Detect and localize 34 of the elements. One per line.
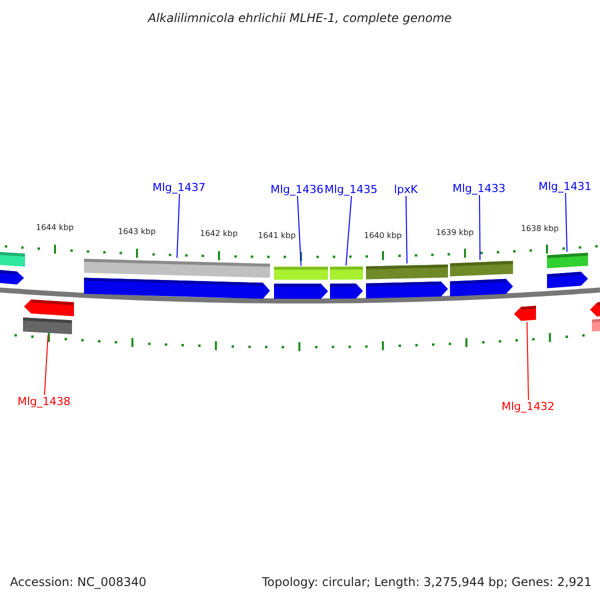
leader-line	[44, 334, 48, 396]
gene-label: Mlg_1431	[538, 180, 592, 192]
genome-info-text: Topology: circular; Length: 3,275,944 bp; Genes: 2,921	[262, 576, 592, 588]
leader-line	[479, 194, 480, 260]
scale-label: 1641 kbp	[258, 232, 296, 240]
gene-bar	[23, 318, 72, 334]
gene-bar	[450, 260, 513, 276]
scale-label: 1640 kbp	[364, 232, 402, 240]
gene-bar	[84, 258, 270, 278]
gene-block	[514, 306, 536, 321]
scale-label: 1644 kbp	[36, 224, 74, 232]
scale-label: 1639 kbp	[436, 229, 474, 237]
gene-label: Mlg_1438	[18, 396, 71, 406]
leader-line	[406, 196, 408, 264]
gene-label: Mlg_1432	[502, 400, 555, 412]
leader-line	[176, 194, 180, 258]
gene-bar	[330, 266, 363, 280]
leader-line	[346, 196, 352, 266]
leader-line	[297, 196, 302, 266]
scale-label: 1638 kbp	[521, 225, 559, 233]
gene-label: Mlg_1437	[152, 182, 206, 192]
gene-label: Mlg_1433	[452, 182, 506, 194]
scale-label: 1643 kbp	[118, 228, 156, 236]
title: Alkalilimnicola ehrlichii MLHE-1, complete genome	[148, 12, 452, 24]
leader-line	[526, 321, 529, 400]
scale-label: 1642 kbp	[200, 230, 238, 238]
gene-bar	[366, 264, 448, 280]
gene-label: Mlg_1436	[270, 184, 324, 194]
gene-label: Mlg_1435	[324, 184, 378, 194]
gene-bar	[547, 252, 588, 268]
gene-label: lpxK	[394, 184, 418, 194]
accession-text: Accession: NC_008340	[10, 576, 146, 588]
gene-bar	[274, 266, 328, 280]
leader-line	[565, 192, 568, 252]
